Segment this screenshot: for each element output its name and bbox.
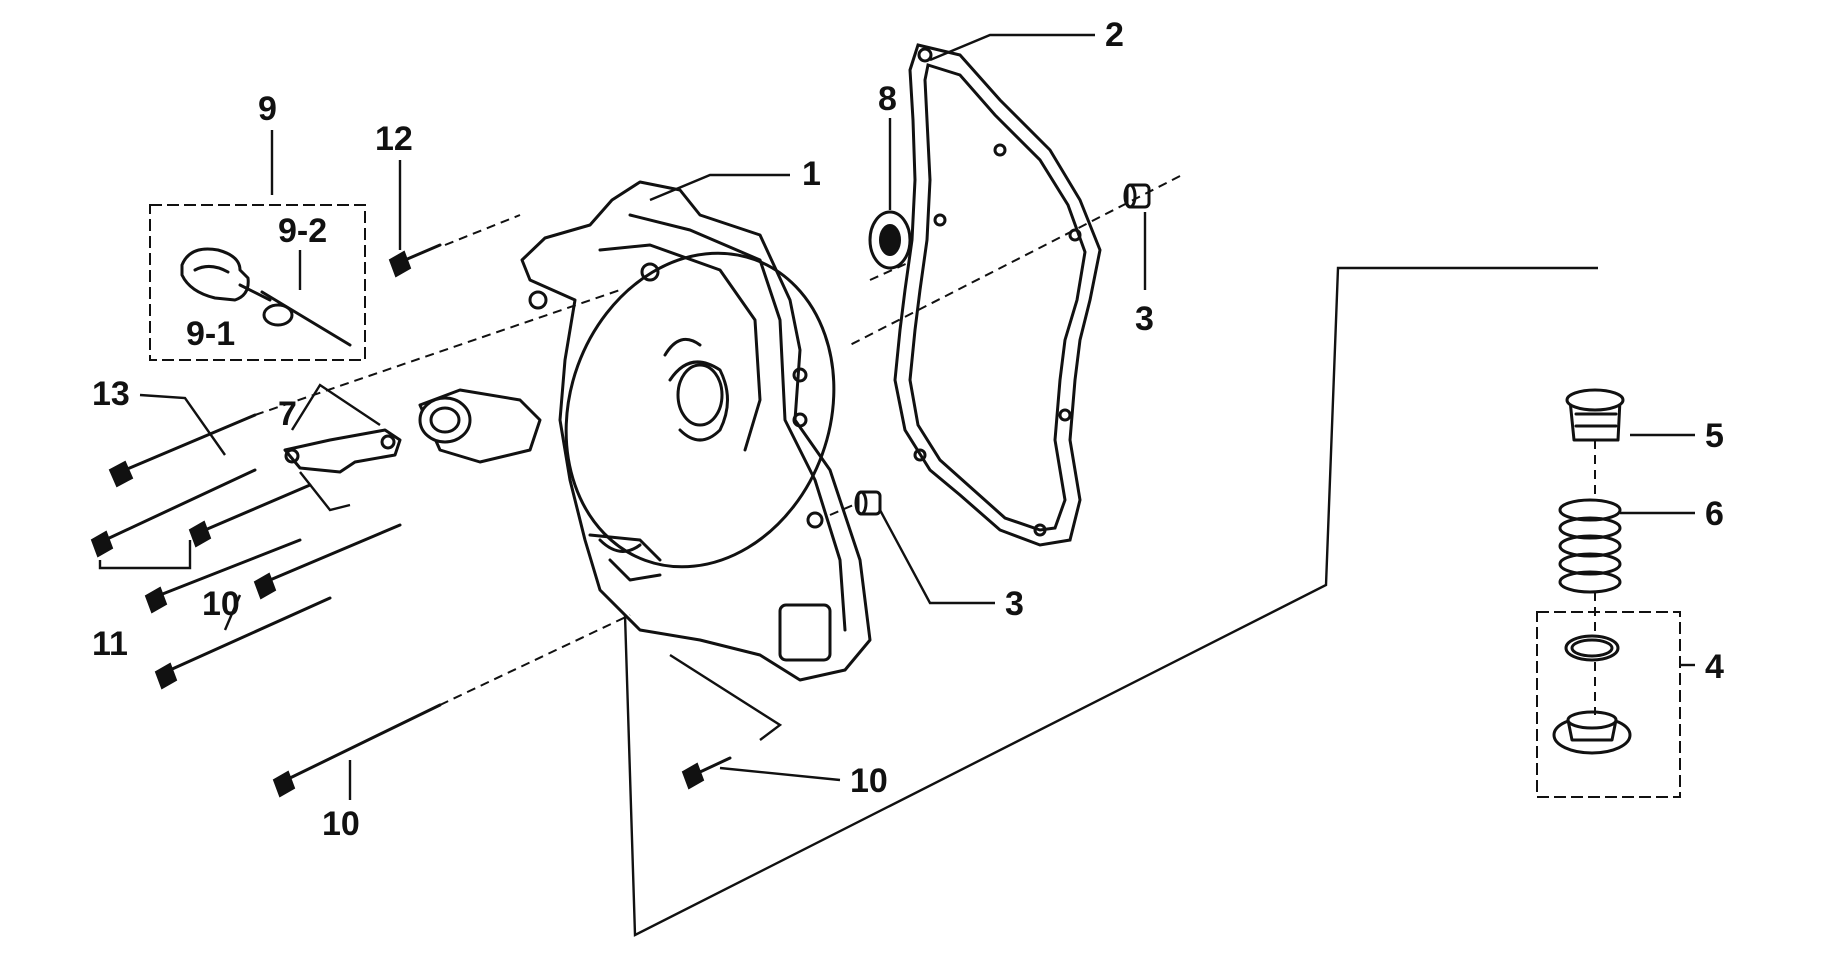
- bolt-10-c: [154, 596, 332, 690]
- bolt-11-upper: [90, 468, 257, 558]
- oil-seal: [868, 210, 912, 270]
- callout-13: 13: [92, 375, 130, 413]
- strainer-cap: [1565, 388, 1625, 442]
- callout-9-2: 9-2: [278, 212, 327, 250]
- crankcase-cover: [418, 180, 872, 682]
- callout-11: 11: [92, 625, 128, 663]
- bolt-10-long: [272, 703, 442, 798]
- o-ring: [1564, 634, 1620, 662]
- spring: [1558, 498, 1622, 594]
- callout-6: 6: [1705, 495, 1724, 533]
- callout-3-upper: 3: [1135, 300, 1154, 338]
- callout-3-lower: 3: [1005, 585, 1024, 623]
- dowel-pin-upper: [1123, 183, 1151, 209]
- dowel-pin-lower: [854, 490, 882, 516]
- callout-10-long: 10: [322, 805, 360, 843]
- callout-2: 2: [1105, 16, 1124, 54]
- bolt-10-a: [144, 538, 302, 614]
- callout-labels: 1 2 3 3 4 5 6 7 8 9 9-1 9-2 10 10 10 11 …: [92, 16, 1724, 843]
- guide-plate: [283, 428, 402, 474]
- bolt-12: [388, 243, 442, 278]
- alignment-lines: [254, 175, 1596, 715]
- cover-gasket: [893, 43, 1102, 547]
- oil-dipstick: [180, 247, 352, 347]
- callout-8: 8: [878, 80, 897, 118]
- callout-9-1: 9-1: [186, 315, 235, 353]
- callout-4: 4: [1705, 648, 1724, 686]
- callout-9: 9: [258, 90, 277, 128]
- callout-7: 7: [278, 395, 297, 433]
- callout-10-small: 10: [850, 762, 888, 800]
- callout-12: 12: [375, 120, 413, 158]
- callout-5: 5: [1705, 417, 1724, 455]
- bolt-10-b: [253, 523, 402, 600]
- bolt-10-small: [681, 756, 732, 790]
- callout-10-a: 10: [202, 585, 240, 623]
- callout-1: 1: [802, 155, 821, 193]
- bolt-11-lower: [188, 483, 312, 548]
- filter-plug: [1552, 710, 1632, 755]
- leader-lines: [98, 33, 1695, 937]
- bolt-13: [108, 413, 257, 488]
